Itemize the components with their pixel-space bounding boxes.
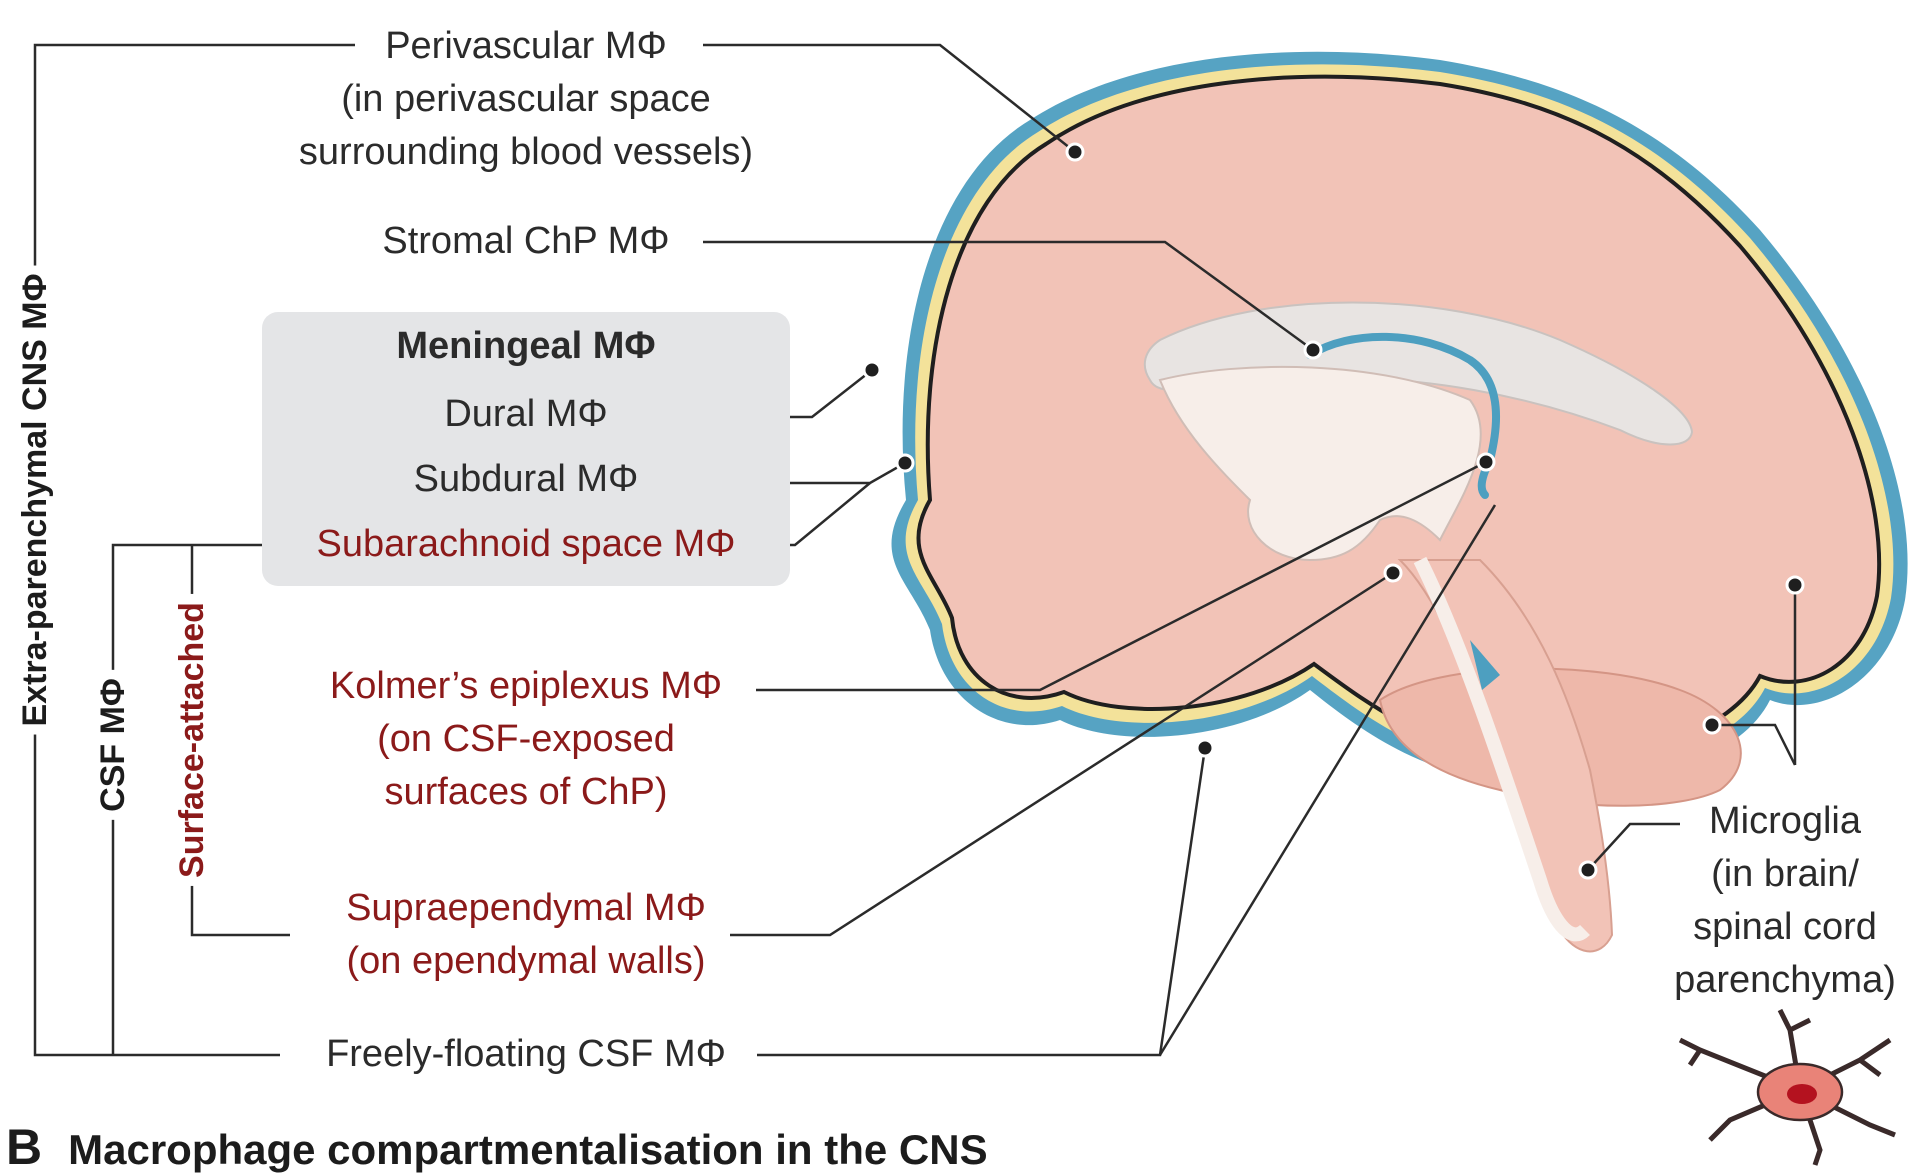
supraependymal-label: Supraependymal MΦ (on ependymal walls) (262, 882, 790, 988)
microglia-line-4: parenchyma) (1650, 954, 1920, 1007)
perivascular-line-2: (in perivascular space (262, 73, 790, 126)
microglia-dot-brain (1787, 577, 1803, 593)
surface-attached-bracket-label: Surface-attached (172, 594, 212, 886)
kolmer-line-1: Kolmer’s epiplexus MΦ (262, 660, 790, 713)
stromal-chp-dot (1305, 342, 1321, 358)
kolmer-line-2: (on CSF-exposed (262, 713, 790, 766)
freely-floating-dot (1197, 740, 1213, 756)
microglia-dot-cerebellum (1704, 717, 1720, 733)
panel-letter: B (6, 1119, 42, 1175)
csf-bracket-label: CSF MΦ (93, 670, 133, 820)
microglia-dot-spinal (1580, 862, 1596, 878)
freely-floating-leader (757, 748, 1205, 1055)
microglia-nucleus (1787, 1084, 1817, 1104)
subdural-label: Subdural MΦ (262, 453, 790, 506)
subarachnoid-dot (897, 455, 913, 471)
perivascular-dot (1067, 144, 1083, 160)
kolmer-line-3: surfaces of ChP) (262, 766, 790, 819)
microglia-line-1: Microglia (1650, 795, 1920, 848)
kolmer-label: Kolmer’s epiplexus MΦ (on CSF-exposed su… (262, 660, 790, 819)
panel-caption: B Macrophage compartmentalisation in the … (6, 1118, 988, 1176)
perivascular-label: Perivascular MΦ (in perivascular space s… (262, 20, 790, 179)
panel-title: Macrophage compartmentalisation in the C… (68, 1126, 988, 1173)
microglia-line-3: spinal cord (1650, 901, 1920, 954)
kolmer-dot (1478, 454, 1494, 470)
microglia-cell-icon (1680, 1010, 1895, 1165)
dural-dot (864, 362, 880, 378)
perivascular-line-3: surrounding blood vessels) (262, 126, 790, 179)
stromal-chp-label: Stromal ChP MΦ (262, 215, 790, 268)
perivascular-line-1: Perivascular MΦ (262, 20, 790, 73)
supraependymal-line-1: Supraependymal MΦ (262, 882, 790, 935)
meningeal-title: Meningeal MΦ (262, 320, 790, 373)
subarachnoid-label: Subarachnoid space MΦ (262, 518, 790, 571)
supraependymal-dot (1385, 565, 1401, 581)
supraependymal-line-2: (on ependymal walls) (262, 935, 790, 988)
freely-floating-label: Freely-floating CSF MΦ (262, 1028, 790, 1081)
extra-parenchymal-bracket-label: Extra-parenchymal CNS MΦ (15, 265, 55, 734)
microglia-label: Microglia (in brain/ spinal cord parench… (1650, 795, 1920, 1007)
dural-label: Dural MΦ (262, 388, 790, 441)
microglia-line-2: (in brain/ (1650, 848, 1920, 901)
